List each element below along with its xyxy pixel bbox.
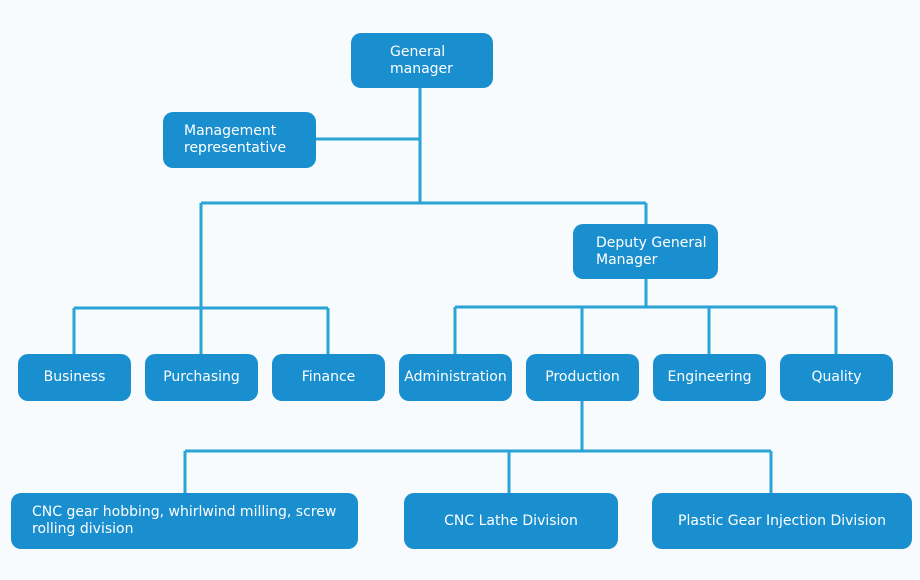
node-management-representative: Management representative <box>163 112 316 168</box>
node-business: Business <box>18 354 131 401</box>
node-administration: Administration <box>399 354 512 401</box>
node-finance-label: Finance <box>301 369 356 385</box>
node-quality-label: Quality <box>811 369 862 385</box>
node-production-label: Production <box>545 369 620 385</box>
node-cnc-lathe-division: CNC Lathe Division <box>404 493 618 549</box>
node-administration-label: Administration <box>404 369 507 385</box>
node-quality: Quality <box>780 354 893 401</box>
node-engineering-label: Engineering <box>667 369 752 385</box>
node-plastic-gear-division: Plastic Gear Injection Division <box>652 493 912 549</box>
node-purchasing: Purchasing <box>145 354 258 401</box>
node-production: Production <box>526 354 639 401</box>
node-purchasing-label: Purchasing <box>163 369 240 385</box>
node-cnc-lathe-division-label: CNC Lathe Division <box>444 512 578 529</box>
node-management-representative-label: Management representative <box>184 123 287 156</box>
node-general-manager-label: General manager <box>390 43 453 77</box>
node-engineering: Engineering <box>653 354 766 401</box>
node-plastic-gear-division-label: Plastic Gear Injection Division <box>678 512 886 529</box>
node-deputy-general-manager: Deputy General Manager <box>573 224 718 279</box>
node-general-manager: General manager <box>351 33 493 88</box>
node-business-label: Business <box>43 369 106 385</box>
node-finance: Finance <box>272 354 385 401</box>
node-cnc-gear-division-label: CNC gear hobbing, whirlwind milling, scr… <box>32 504 337 537</box>
node-cnc-gear-division: CNC gear hobbing, whirlwind milling, scr… <box>11 493 358 549</box>
node-deputy-general-manager-label: Deputy General Manager <box>596 234 707 268</box>
